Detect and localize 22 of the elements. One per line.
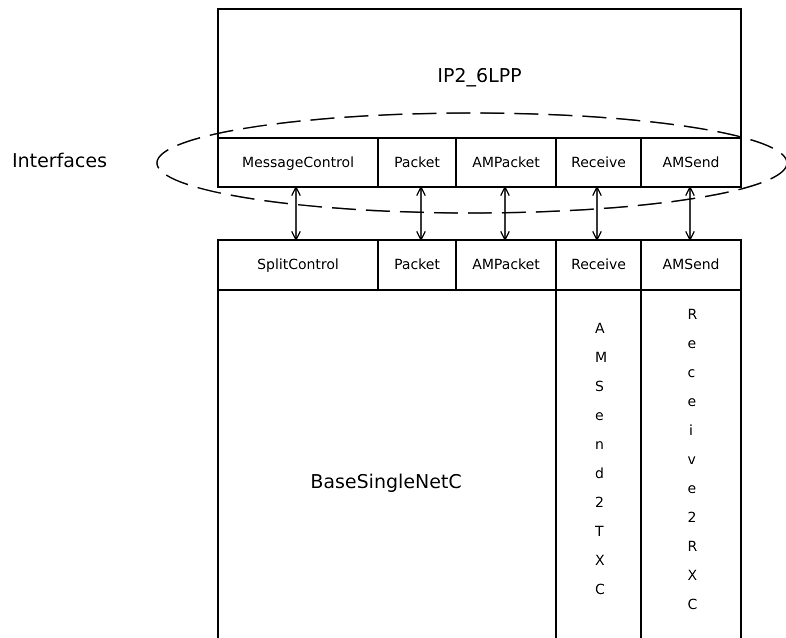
- component-label: Receive: [570, 257, 627, 273]
- component-label: MessageControl: [241, 154, 355, 170]
- component-label: AMSend: [662, 154, 720, 170]
- component-label: Packet: [393, 154, 441, 170]
- component-label: AMSend: [662, 257, 720, 273]
- double-arrow: [416, 186, 426, 241]
- component-box: [217, 239, 742, 638]
- component-label: AMSend2TXC: [594, 320, 609, 600]
- component-label: BaseSingleNetC: [309, 471, 463, 493]
- component-label: IP2_6LPP: [436, 65, 523, 87]
- component-label: Packet: [393, 257, 441, 273]
- component-label: SplitControl: [256, 257, 340, 273]
- double-arrow: [684, 186, 696, 241]
- double-arrow: [500, 186, 510, 241]
- component-label: Receive: [570, 154, 627, 170]
- group-label: Interfaces: [12, 150, 107, 172]
- component-label: Receive2RXC: [686, 306, 702, 615]
- double-arrow: [290, 186, 302, 241]
- component-box: [217, 8, 742, 188]
- component-label: AMPacket: [471, 154, 541, 170]
- component-label: AMPacket: [471, 257, 541, 273]
- double-arrow: [592, 186, 602, 241]
